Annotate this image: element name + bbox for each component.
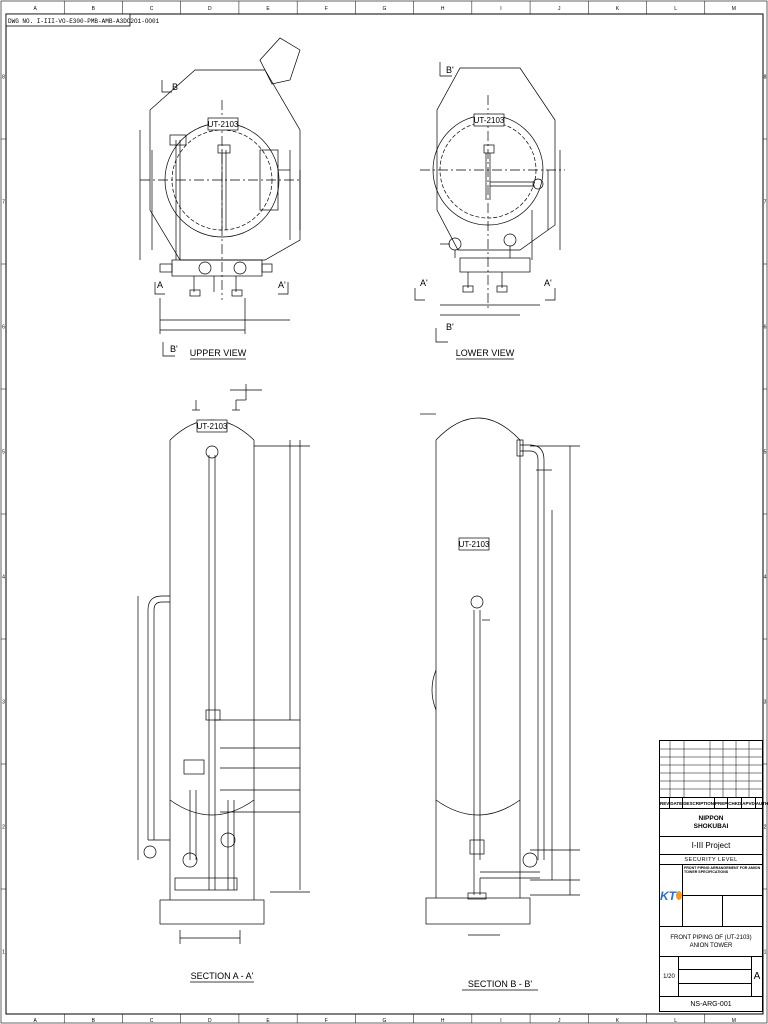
- contractor-block: KT FRONT PIPING ARRANGEMENT FOR AMION TO…: [660, 864, 762, 926]
- rev-header-cell: CHKD: [728, 798, 743, 808]
- upper-view-marker-a: A: [157, 280, 163, 290]
- company-line-2: SHOKUBAI: [693, 822, 729, 830]
- grid-column-label: E: [266, 1018, 270, 1024]
- grid-column-label: E: [266, 6, 270, 12]
- grid-row-label: 5: [2, 450, 5, 456]
- sheet-size: A: [753, 971, 761, 982]
- grid-column-label: A: [33, 6, 37, 12]
- section-a-title: SECTION A - A': [191, 971, 254, 981]
- title-block: REV DATE DESCRIPTION PREP CHKD APVD AUTH…: [659, 740, 768, 1012]
- scale-block: 1/20 A: [660, 956, 762, 996]
- section-a-view: [137, 384, 310, 944]
- rev-header-cell: REV: [660, 798, 671, 808]
- lower-view-marker-b: B': [446, 65, 454, 75]
- grid-column-label: D: [208, 1018, 212, 1024]
- area-block: SECURITY LEVEL: [660, 854, 762, 864]
- rev-header-cell: DATE: [670, 798, 684, 808]
- grid-column-label: F: [325, 6, 328, 12]
- document-title-line-2: ANION TOWER: [689, 942, 733, 949]
- rev-header-cell: AUTHD: [755, 800, 768, 806]
- grid-column-label: G: [383, 6, 387, 12]
- grid-column-label: C: [150, 1018, 154, 1024]
- grid-column-label: M: [732, 1018, 736, 1024]
- security-level: SECURITY LEVEL: [684, 856, 738, 863]
- grid-row-label: 5: [764, 450, 767, 456]
- upper-view-marker-a2: A': [278, 280, 286, 290]
- section-b-tag: UT-2103: [459, 540, 490, 549]
- logo-text: KT: [660, 888, 676, 903]
- grid-column-label: L: [674, 6, 677, 12]
- lower-view-marker-a: A': [420, 278, 428, 288]
- document-title-line-1: FRONT PIPING OF (UT-2103): [670, 934, 752, 941]
- grid-column-label: H: [441, 6, 445, 12]
- grid-column-label: I: [500, 1018, 501, 1024]
- lower-view: [414, 62, 565, 343]
- contractor-logo: KT: [660, 865, 683, 926]
- company-block: NIPPON SHOKUBAI: [660, 808, 762, 836]
- project-name: I-III Project: [691, 841, 731, 850]
- grid-row-label: 6: [764, 325, 767, 331]
- grid-row-label: 8: [764, 75, 767, 81]
- spec-text: FRONT PIPING ARRANGEMENT FOR AMION TOWER…: [683, 865, 762, 896]
- lower-view-tag: UT-2103: [474, 116, 505, 125]
- grid-column-label: B: [92, 1018, 96, 1024]
- project-block: I-III Project: [660, 836, 762, 854]
- grid-column-label: H: [441, 1018, 445, 1024]
- upper-view: [139, 37, 301, 357]
- section-a-tag: UT-2103: [197, 422, 228, 431]
- lower-view-title: LOWER VIEW: [456, 348, 515, 358]
- logo-circle-icon: [676, 891, 682, 900]
- grid-row-label: 7: [764, 200, 767, 206]
- grid-column-label: B: [92, 6, 96, 12]
- rev-header-cell: DESCRIPTION: [683, 798, 715, 808]
- doc-number: NS-ARG-001: [690, 1001, 732, 1008]
- grid-column-label: K: [616, 1018, 620, 1024]
- grid-column-label: G: [383, 1018, 387, 1024]
- revision-header: REV DATE DESCRIPTION PREP CHKD APVD AUTH…: [660, 797, 768, 808]
- grid-column-label: J: [558, 1018, 561, 1024]
- grid-column-label: A: [33, 1018, 37, 1024]
- document-title-block: FRONT PIPING OF (UT-2103) ANION TOWER: [660, 926, 762, 956]
- grid-column-label: D: [208, 6, 212, 12]
- section-b-view: [420, 413, 580, 936]
- grid-column-label: I: [500, 6, 501, 12]
- rev-header-cell: APVD: [742, 798, 756, 808]
- upper-view-title: UPPER VIEW: [190, 348, 247, 358]
- drawing-number: DWG NO. I-III-VO-E300-PMB-AMB-A3DO2O1-OO…: [8, 18, 160, 25]
- grid-row-label: 4: [2, 575, 5, 581]
- grid-row-label: 6: [2, 325, 5, 331]
- doc-number-block: NS-ARG-001: [660, 996, 762, 1012]
- revision-grid: [660, 741, 762, 797]
- grid-row-label: 3: [764, 700, 767, 706]
- grid-row-label: 1: [764, 950, 767, 956]
- section-b-title: SECTION B - B': [468, 979, 533, 989]
- scale-value: 1/20: [660, 957, 679, 996]
- upper-view-marker-b2: B': [170, 344, 178, 354]
- upper-view-tag: UT-2103: [208, 120, 239, 129]
- lower-view-marker-b2: B': [446, 322, 454, 332]
- grid-row-label: 8: [2, 75, 5, 81]
- grid-column-label: C: [150, 6, 154, 12]
- grid-column-label: J: [558, 6, 561, 12]
- grid-column-label: L: [674, 1018, 677, 1024]
- upper-view-marker-b: B: [172, 82, 178, 92]
- grid-row-label: 1: [2, 950, 5, 956]
- grid-row-label: 4: [764, 575, 767, 581]
- company-line-1: NIPPON: [698, 814, 724, 822]
- lower-view-marker-a2: A': [544, 278, 552, 288]
- grid-column-label: K: [616, 6, 620, 12]
- grid-column-label: M: [732, 6, 736, 12]
- grid-row-label: 3: [2, 700, 5, 706]
- rev-header-cell: PREP: [715, 798, 729, 808]
- grid-row-label: 2: [764, 825, 767, 831]
- grid-row-label: 2: [2, 825, 5, 831]
- grid-row-label: 7: [2, 200, 5, 206]
- grid-column-label: F: [325, 1018, 328, 1024]
